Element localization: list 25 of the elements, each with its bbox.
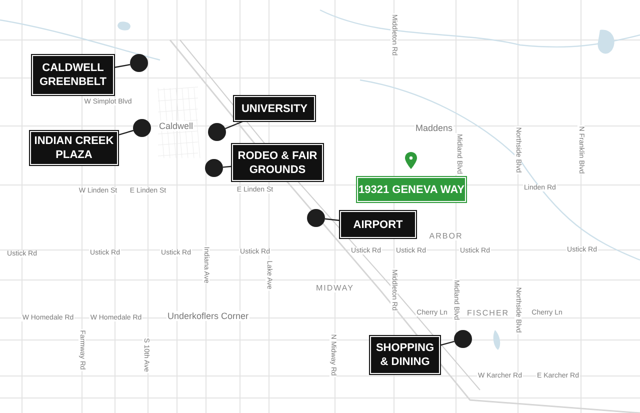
area-label: ARBOR <box>428 232 464 240</box>
location-dot <box>133 119 151 137</box>
place-label: Maddens <box>414 123 454 133</box>
location-dot <box>454 330 472 348</box>
area-label: MIDWAY <box>315 284 355 292</box>
callout-label: CALDWELL GREENBELT <box>32 55 114 95</box>
callout-label: UNIVERSITY <box>234 96 315 121</box>
callout-label: INDIAN CREEK PLAZA <box>30 131 118 165</box>
leader-line <box>118 130 134 136</box>
location-dot <box>307 209 325 227</box>
callout-label: AIRPORT <box>340 211 416 238</box>
leader-line <box>324 218 340 222</box>
callout-label: RODEO & FAIR GROUNDS <box>232 144 323 181</box>
leader-line <box>225 120 244 130</box>
location-dot <box>208 123 226 141</box>
leader-line <box>440 340 454 346</box>
location-dot <box>205 159 223 177</box>
leader-line <box>114 64 130 68</box>
place-label: Caldwell <box>158 121 194 131</box>
location-dot <box>130 54 148 72</box>
leader-line <box>222 166 232 168</box>
callout-label: SHOPPING & DINING <box>370 336 440 374</box>
area-label: FISCHER <box>466 308 510 318</box>
address-label: 19321 GENEVA WAY <box>357 177 466 202</box>
place-label: Underkoflers Corner <box>166 311 250 321</box>
